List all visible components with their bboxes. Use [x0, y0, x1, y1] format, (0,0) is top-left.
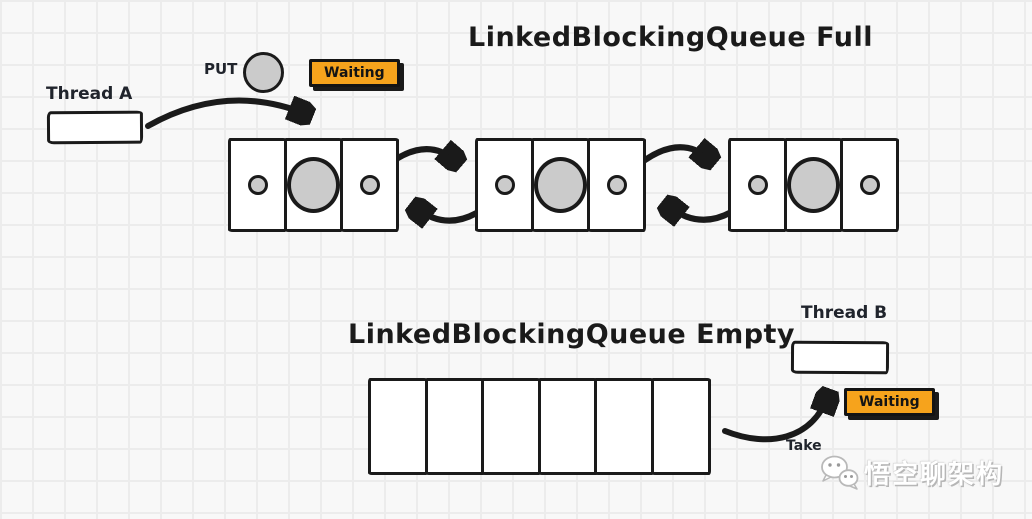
put-label: PUT: [204, 60, 238, 78]
pointer-cell: [587, 138, 646, 232]
waiting-badge-top: Waiting: [309, 59, 400, 87]
put-arrow: [145, 101, 306, 129]
pointer-circle: [247, 175, 268, 195]
title-full: LinkedBlockingQueue Full: [468, 22, 873, 53]
item-circle: [787, 157, 840, 213]
thread-b-box: [790, 340, 890, 375]
item-cell: [284, 138, 343, 232]
title-empty: LinkedBlockingQueue Empty: [348, 319, 796, 350]
pointer-cell: [475, 138, 534, 232]
waiting-badge-bottom: Waiting: [844, 388, 935, 416]
pointer-circle: [359, 175, 380, 195]
item-cell: [784, 138, 843, 232]
watermark: 悟空聊架构: [819, 453, 1004, 491]
queue-node: [475, 138, 646, 232]
pointer-cell: [340, 138, 399, 232]
queue-node: [728, 138, 899, 232]
item-circle: [534, 157, 587, 213]
thread-a-box: [46, 110, 144, 145]
pointer-cell: [228, 138, 287, 232]
empty-cell: [368, 378, 428, 475]
take-label: Take: [786, 438, 822, 454]
item-circle: [287, 157, 340, 213]
full-queue-nodes: [228, 138, 899, 232]
thread-a-label: Thread A: [46, 84, 133, 104]
empty-cell: [424, 378, 485, 475]
empty-cell: [594, 378, 654, 475]
empty-cell: [650, 378, 711, 475]
take-arrow: [722, 396, 828, 443]
watermark-text: 悟空聊架构: [864, 459, 1005, 490]
pointer-circle: [859, 175, 880, 195]
item-cell: [531, 138, 590, 232]
pointer-circle: [606, 175, 627, 195]
empty-queue: [368, 378, 711, 475]
queue-node: [228, 138, 399, 232]
pointer-circle: [494, 175, 515, 195]
wechat-icon: [821, 455, 859, 490]
empty-cell: [481, 378, 541, 475]
pointer-circle: [747, 175, 768, 195]
pointer-cell: [728, 138, 787, 232]
thread-b-label: Thread B: [801, 303, 888, 323]
pointer-cell: [840, 138, 899, 232]
empty-cell: [537, 378, 598, 475]
put-item-circle: [243, 52, 284, 93]
